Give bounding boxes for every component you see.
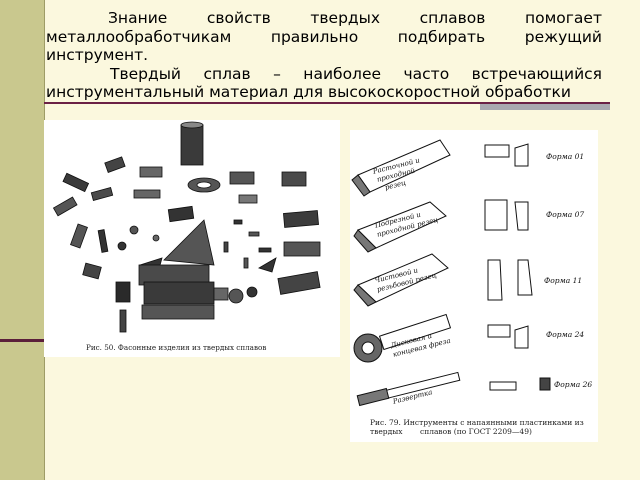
slide-text: Знание свойств твердых сплавов помогает … (46, 9, 602, 102)
form-07-label: Форма 07 (546, 210, 585, 219)
left-decorative-bar (0, 0, 44, 480)
paragraph-1: Знание свойств твердых сплавов помогает … (46, 9, 602, 64)
figure-right-caption-line2: сплавов (по ГОСТ 2209—49) (420, 427, 532, 436)
paragraph-2: Твердый сплав – наиболее часто встречающ… (46, 64, 602, 102)
form-24-label: Форма 24 (546, 330, 585, 339)
figure-right-caption-line1: Рис. 79. Инструменты с напаянными пласти… (370, 418, 584, 436)
form-01-label: Форма 01 (546, 152, 585, 161)
title-underline-gray (480, 104, 610, 110)
left-accent-rule (0, 339, 44, 342)
figure-carbide-products: Рис. 50. Фасонные изделия из твердых спл… (44, 120, 340, 357)
title-underline-rule (44, 102, 610, 104)
form-26-label: Форма 26 (554, 380, 593, 389)
form-11-label: Форма 11 (544, 276, 583, 285)
carbide-tools-drawing (351, 139, 551, 407)
figure-carbide-tools: Расточной и проходной резец Подрезной и … (350, 130, 598, 442)
carbide-products-drawing: Рис. 50. Фасонные изделия из твердых спл… (52, 121, 321, 352)
figure-left-caption: Рис. 50. Фасонные изделия из твердых спл… (86, 343, 266, 352)
